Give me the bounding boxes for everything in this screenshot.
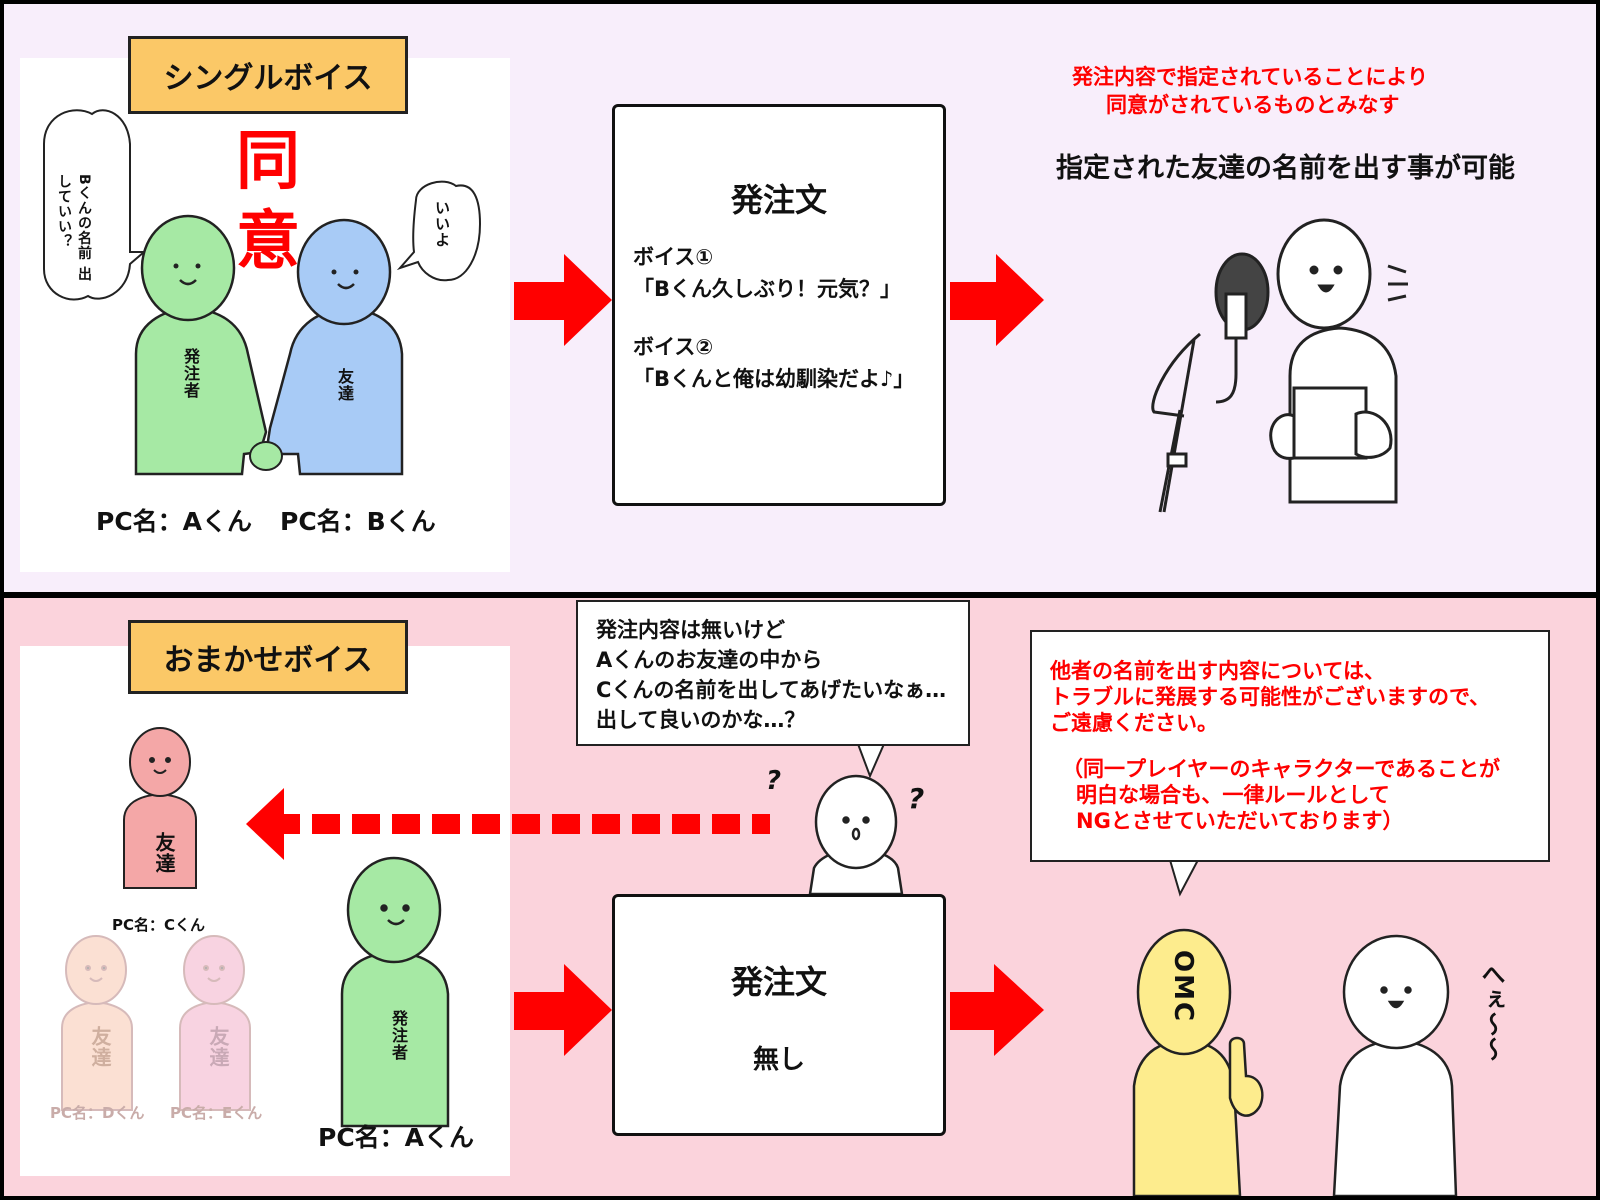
orderer-a-figure [340, 856, 450, 1128]
consent-char-2: 意 [236, 205, 300, 279]
joined-hands [249, 441, 283, 471]
friend-c-label: 友達 [152, 832, 176, 874]
staff-warning-line: ご遠慮ください。 [1050, 711, 1218, 735]
dashed-arrow-line [272, 814, 770, 834]
question-mark-right: ? [908, 782, 925, 815]
friend-e-label: 友達 [206, 1026, 230, 1068]
consent-note-line-1: 発注内容で指定されていることにより [1072, 65, 1428, 89]
voice1-label: ボイス① [633, 245, 714, 269]
staff-bubble-tail [1169, 859, 1199, 897]
arrow-to-order [514, 254, 612, 346]
thought-bubble-tail [857, 743, 885, 779]
omc-label: OMC [1168, 950, 1198, 1024]
consent-text: 同 意 [228, 122, 308, 282]
arrow-to-order-bottom [514, 964, 612, 1056]
pc-name-b: PC名：Bくん [280, 507, 436, 536]
thought-line: 出して良いのかな…？ [596, 708, 806, 732]
reaction-text: へぇ〜〜 [1477, 962, 1505, 1062]
thought-line: Cくんの名前を出してあげたいなぁ… [596, 678, 947, 702]
listener-figure [1332, 934, 1458, 1196]
consent-note-line-2: 同意がされているものとみなす [1106, 93, 1400, 117]
speech-bubble-left [43, 109, 147, 301]
staff-speech-bubble: 他者の名前を出す内容については、 トラブルに発展する可能性がございますので、 ご… [1030, 630, 1550, 862]
staff-note-line: NGとさせていただいております） [1076, 809, 1404, 833]
arrow-to-staff [950, 964, 1044, 1056]
single-voice-panel: シングルボイス 同 意 Bくんの名前 出していい？ いいよ 発注者 友達 PC名… [4, 4, 1596, 592]
voice2-label: ボイス② [633, 335, 714, 359]
speech-bubble-right [396, 180, 482, 282]
thought-bubble: 発注内容は無いけど Aくんのお友達の中から Cくんの名前を出してあげたいなぁ… … [576, 600, 970, 746]
single-order-box: 発注文 ボイス① 「Bくん久しぶり！元気？」 ボイス② 「Bくんと俺は幼馴染だよ… [612, 104, 946, 506]
thinking-person-figure [808, 774, 904, 896]
consent-char-1: 同 [236, 125, 300, 199]
thought-line: Aくんのお友達の中から [596, 648, 823, 672]
staff-note-line: （同一プレイヤーのキャラクターであることが [1062, 757, 1501, 781]
thought-line: 発注内容は無いけど [596, 618, 785, 642]
single-voice-title: シングルボイス [128, 36, 408, 114]
arrow-to-result [950, 254, 1044, 346]
omakase-voice-panel: おまかせボイス 友達 PC名：Cくん 友達 PC名：Dくん 友達 PC名：Eくん… [4, 598, 1596, 1196]
orderer-figure [134, 214, 268, 476]
omakase-order-title: 発注文 [730, 963, 827, 1001]
single-order-title: 発注文 [730, 181, 827, 219]
omakase-voice-title: おまかせボイス [128, 620, 408, 694]
pc-name-a-bottom: PC名：Aくん [318, 1123, 475, 1152]
result-text: 指定された友達の名前を出す事が可能 [1056, 153, 1515, 184]
pc-name-e: PC名：Eくん [170, 1104, 263, 1122]
staff-note-line: 明白な場合も、一律ルールとして [1076, 783, 1390, 807]
pc-name-d: PC名：Dくん [50, 1104, 145, 1122]
bubble-right-text: いいよ [433, 200, 451, 248]
omakase-drawing [61, 727, 1458, 1196]
friend-label: 友達 [335, 368, 354, 402]
orderer-label: 発注者 [181, 348, 200, 399]
question-mark-left: ? [766, 766, 782, 796]
single-voice-drawing [43, 109, 1408, 513]
friend-figure [264, 218, 404, 476]
orderer-a-label: 発注者 [389, 1010, 408, 1061]
voice1-text: 「Bくん久しぶり！元気？」 [633, 277, 902, 301]
friend-d-label: 友達 [88, 1026, 112, 1068]
friend-d-figure [61, 935, 133, 1111]
omakase-order-box: 発注文 無し [612, 894, 946, 1136]
bubble-left-text: Bくんの名前 出していい？ [56, 174, 92, 282]
pc-name-a: PC名：Aくん [96, 507, 253, 536]
pc-name-c: PC名：Cくん [112, 916, 206, 934]
omc-staff-figure [1132, 928, 1264, 1196]
dashed-arrow-head [246, 788, 284, 860]
microphone-stand [1151, 252, 1270, 513]
friend-e-figure [179, 935, 251, 1111]
staff-warning-line: 他者の名前を出す内容については、 [1050, 659, 1385, 683]
omakase-order-body: 無し [752, 1045, 805, 1075]
friend-c-figure [123, 727, 197, 889]
voice-actor-figure [1269, 218, 1408, 504]
staff-warning-line: トラブルに発展する可能性がございますので、 [1050, 685, 1491, 709]
voice2-text: 「Bくんと俺は幼馴染だよ♪」 [633, 367, 915, 391]
